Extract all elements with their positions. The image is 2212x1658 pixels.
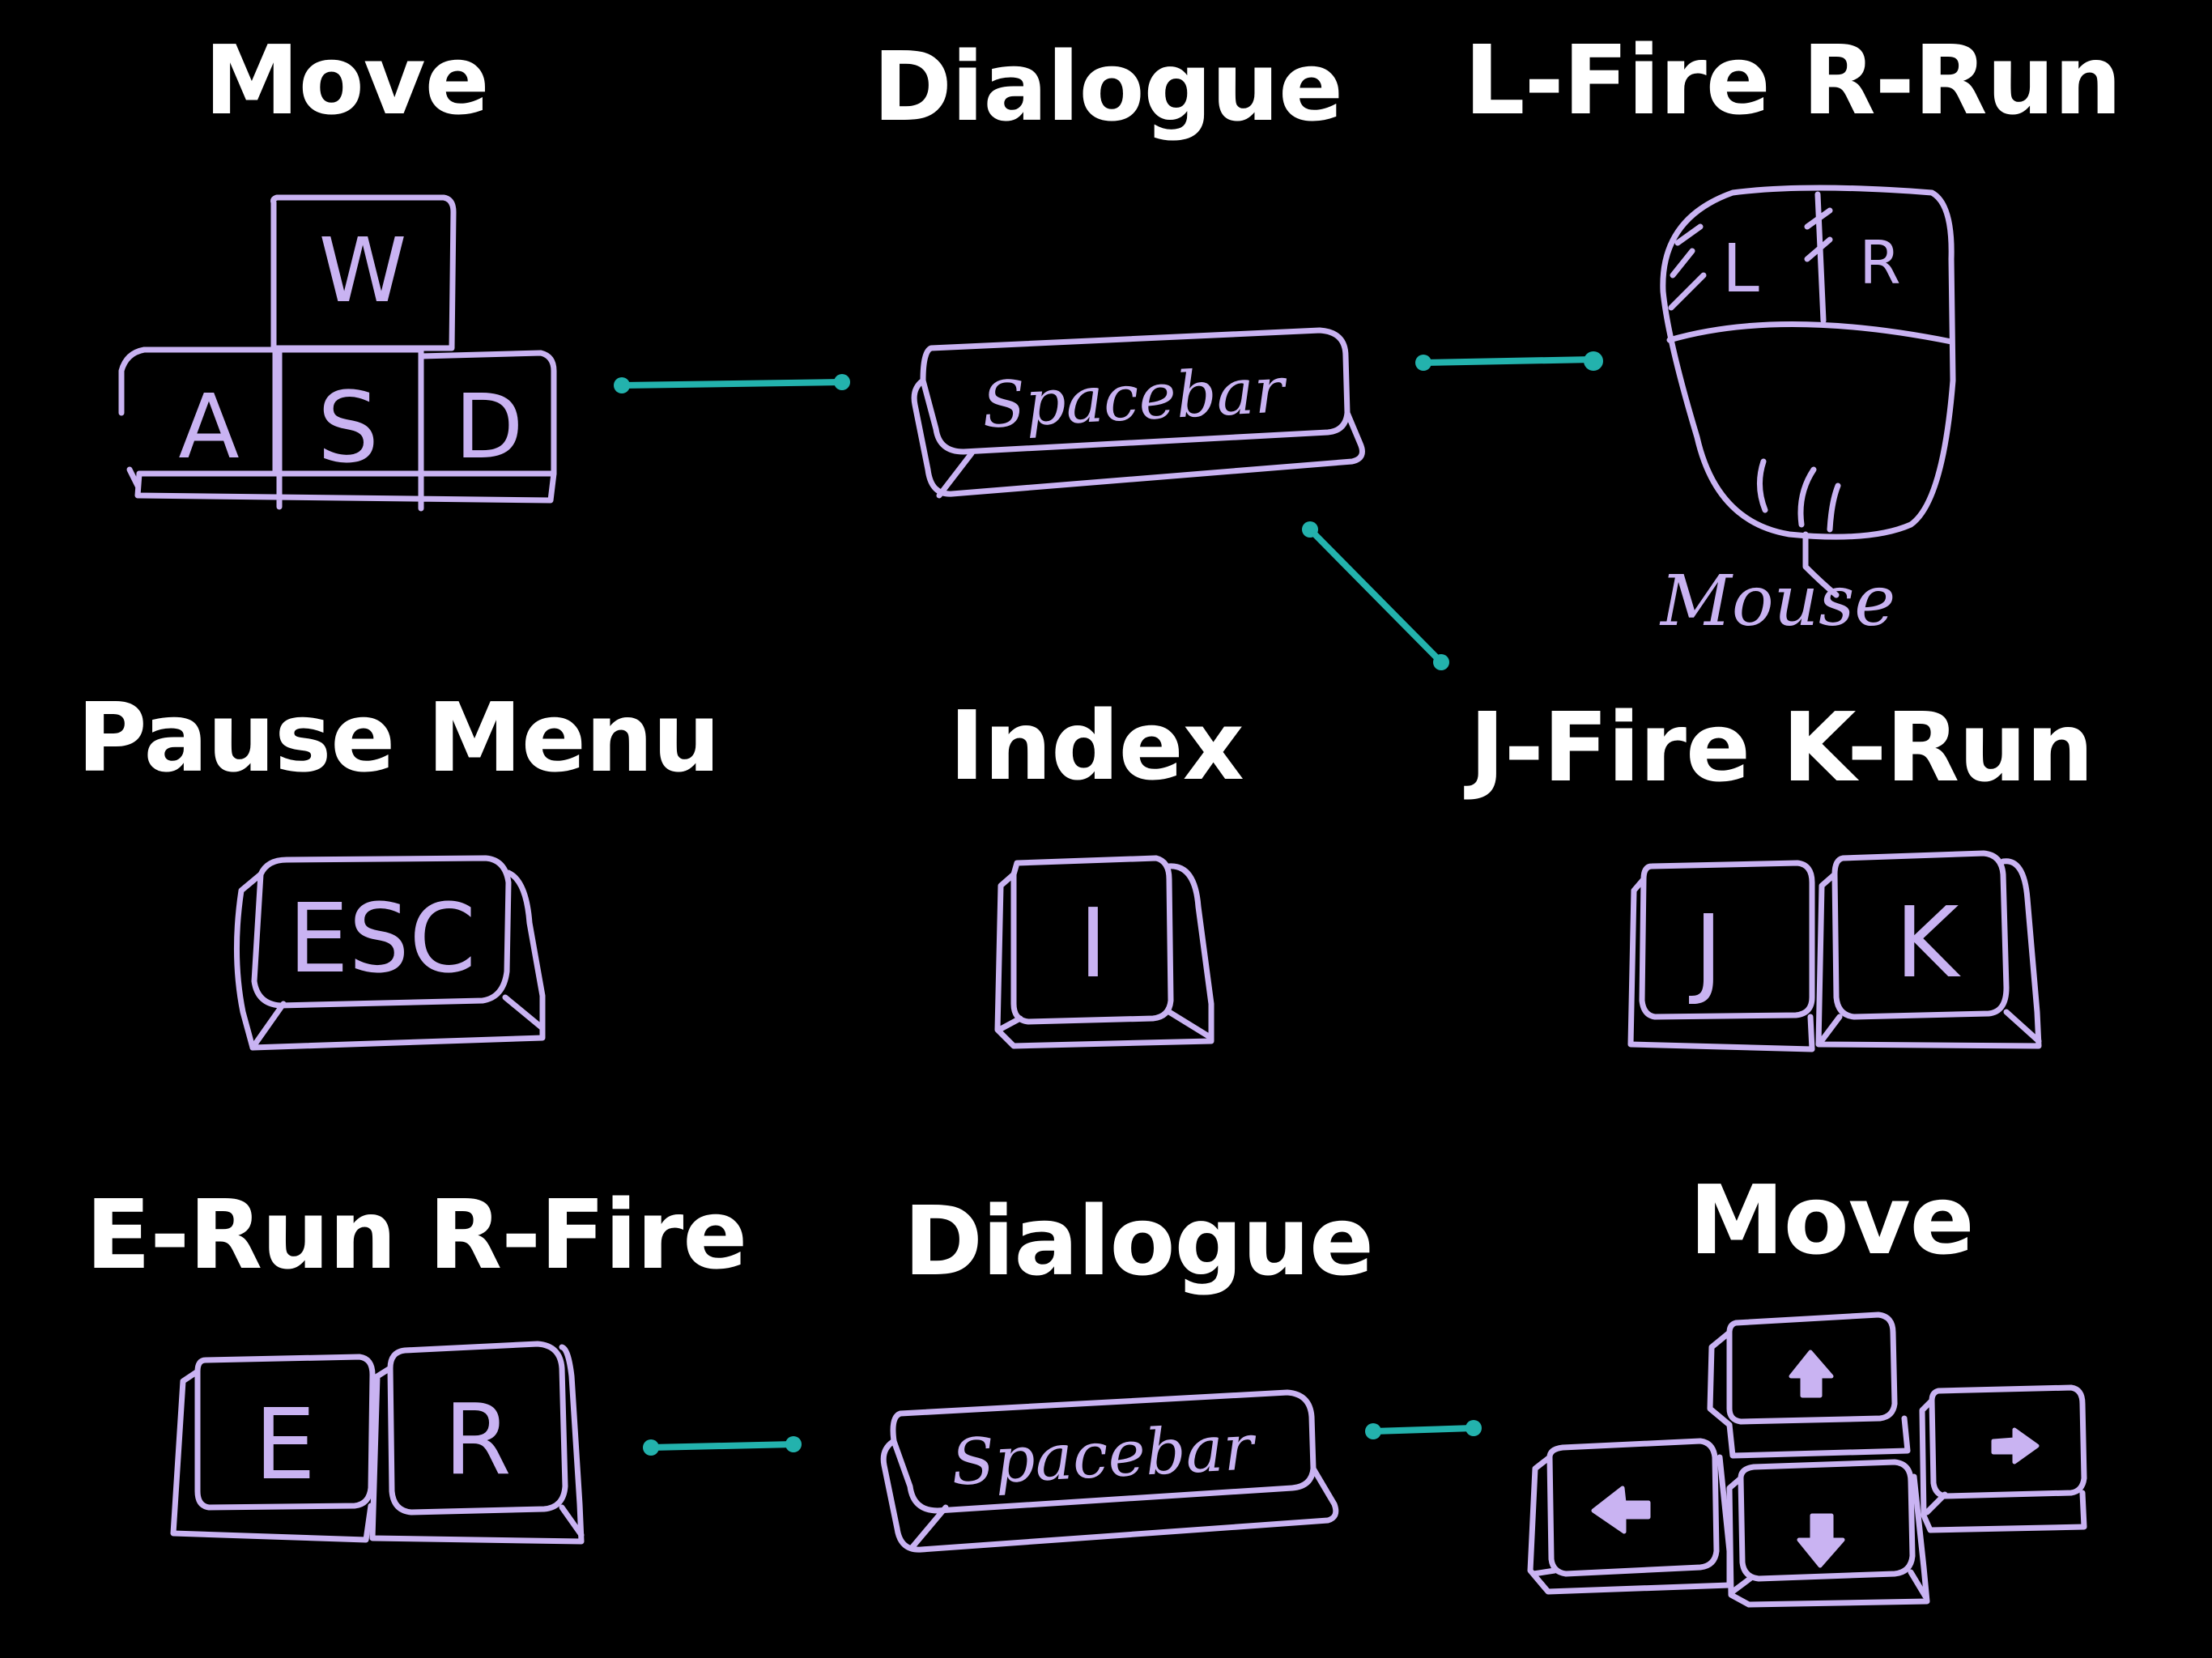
esc-key-label: ESC [288,882,476,994]
connector-wasd-to-spacebar [614,374,850,393]
mouse-controls-label: L-Fire R-Run [1464,24,2121,136]
mouse-device: L R Mouse [1659,185,1956,642]
key-w-label: W [319,219,407,322]
mouse-left-label: L [1722,231,1759,308]
arrow-right-icon [1991,1427,2040,1465]
arrows-move-label: Move [1689,1164,1974,1276]
index-label: Index [949,690,1244,801]
connector-spacebar-to-jk [1302,521,1449,670]
er-controls-label: E-Run R-Fire [85,1179,748,1290]
key-a-label: A [178,375,239,478]
key-s-label: S [317,372,379,485]
arrow-down-icon [1797,1513,1845,1568]
arrow-up-key [1707,1312,1911,1459]
er-key-cluster: E R [170,1341,585,1545]
dialogue-top-label: Dialogue [872,31,1343,142]
jk-key-cluster: J K [1627,850,2042,1052]
key-d: D [126,350,557,489]
mouse-right-label: R [1859,228,1900,298]
arrow-up-icon [1789,1350,1834,1398]
spacebar-key-top: Spacebar [911,327,1365,499]
i-key: I [994,855,1214,1049]
spacebar-key-bottom: Spacebar [880,1389,1339,1553]
r-key: R [369,1341,585,1545]
k-key-label: K [1895,887,1962,1000]
j-key-label: J [1688,895,1722,1008]
arrow-left-key [1527,1438,1733,1595]
connector-spacebar-to-mouse [1415,351,1603,371]
connector-er-to-spacebar [643,1436,802,1456]
connector-spacebar-to-arrows [1365,1420,1482,1439]
spacebar-top-label: Spacebar [981,354,1290,443]
mouse-caption: Mouse [1659,561,1895,642]
wasd-key-cluster: W A S D [118,194,557,512]
esc-key: ESC [233,855,546,1051]
r-key-label: R [444,1384,511,1497]
spacebar-bottom-label: Spacebar [950,1411,1259,1500]
key-d-label: D [455,375,524,478]
dialogue-bottom-label: Dialogue [903,1185,1374,1297]
jk-controls-label: J-Fire K-Run [1469,691,2094,803]
arrow-left-icon [1591,1486,1651,1534]
arrow-down-key [1726,1459,1930,1608]
e-key-label: E [254,1389,316,1502]
wasd-move-label: Move [204,24,489,136]
i-key-label: I [1079,887,1108,999]
arrow-key-cluster [1527,1312,2087,1608]
key-w: W [270,194,457,351]
e-key: E [170,1354,376,1543]
key-s: S [272,346,424,485]
pause-menu-label: Pause Menu [77,682,721,793]
arrow-right-key [1919,1384,2087,1533]
k-key: K [1815,850,2042,1049]
j-key: J [1627,860,1815,1052]
